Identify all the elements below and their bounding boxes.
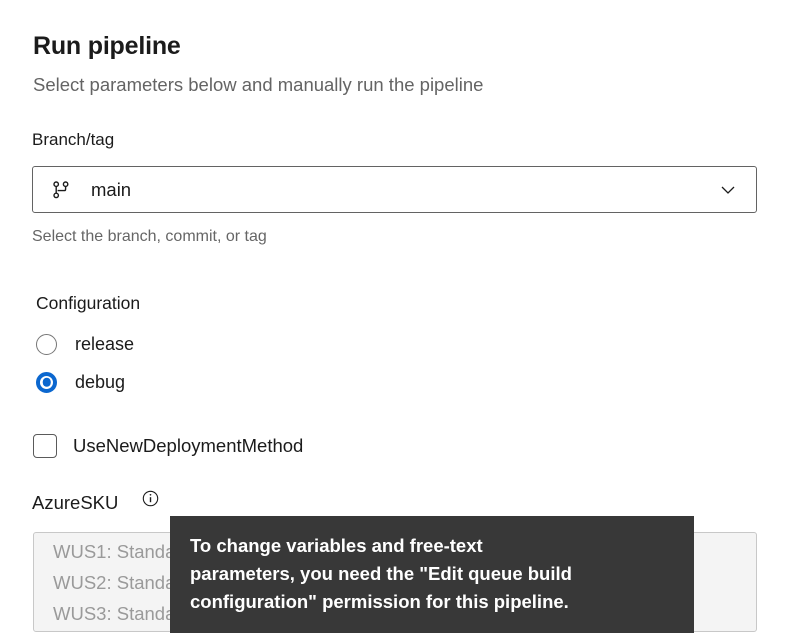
git-branch-icon bbox=[51, 180, 71, 200]
checkbox-label: UseNewDeploymentMethod bbox=[73, 435, 304, 456]
tooltip-line: parameters, you need the "Edit queue bui… bbox=[190, 563, 572, 584]
branch-tag-helper-text: Select the branch, commit, or tag bbox=[32, 228, 267, 245]
radio-label-debug: debug bbox=[75, 372, 126, 392]
checkbox-icon[interactable] bbox=[33, 434, 57, 458]
branch-tag-label: Branch/tag bbox=[32, 130, 115, 149]
tooltip-line: configuration" permission for this pipel… bbox=[190, 591, 569, 612]
radio-option-release[interactable]: release bbox=[36, 333, 134, 355]
branch-tag-select[interactable]: main bbox=[32, 166, 757, 213]
radio-label-release: release bbox=[75, 334, 135, 354]
checkbox-usenewdeploymentmethod[interactable]: UseNewDeploymentMethod bbox=[33, 434, 303, 458]
branch-tag-value: main bbox=[91, 178, 132, 200]
page-title: Run pipeline bbox=[33, 32, 181, 60]
tooltip-line: To change variables and free-text bbox=[190, 535, 483, 556]
page-subtitle: Select parameters below and manually run… bbox=[33, 74, 484, 95]
azuresku-label: AzureSKU bbox=[32, 492, 119, 513]
info-icon[interactable] bbox=[142, 490, 159, 507]
radio-icon-release[interactable] bbox=[36, 333, 57, 355]
radio-option-debug[interactable]: debug bbox=[36, 371, 125, 393]
permission-tooltip: To change variables and free-text parame… bbox=[170, 516, 694, 633]
radio-icon-debug[interactable] bbox=[36, 371, 57, 393]
chevron-down-icon[interactable] bbox=[718, 180, 738, 200]
configuration-label: Configuration bbox=[36, 293, 141, 313]
